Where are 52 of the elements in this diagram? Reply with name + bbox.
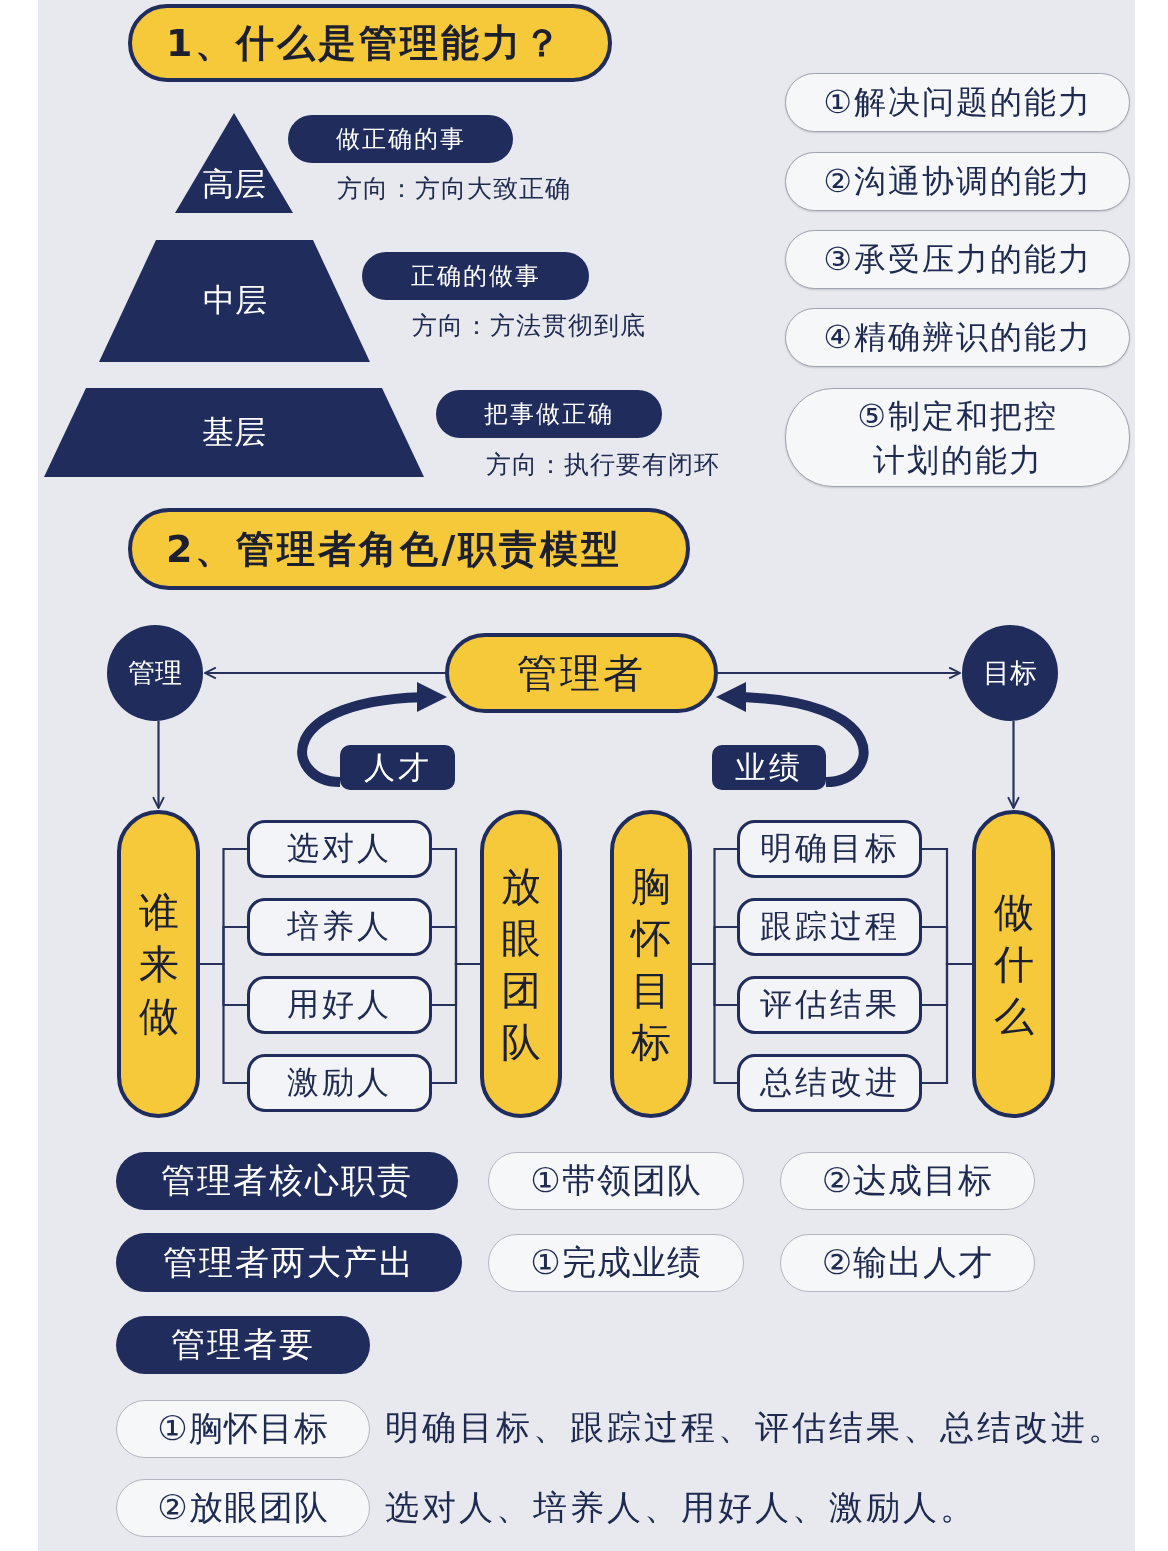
direction-note: 方向：方向大致正确 bbox=[337, 173, 571, 205]
role-pill: 管理者 bbox=[445, 633, 718, 713]
arrow bbox=[1007, 721, 1020, 809]
ability-pill: ①解决问题的能力 bbox=[785, 73, 1130, 132]
action-pill: 用好人 bbox=[247, 976, 432, 1034]
connector-line bbox=[200, 962, 247, 1085]
action-pill: 评估结果 bbox=[737, 976, 922, 1034]
direction-note: 方向：方法贯彻到底 bbox=[412, 310, 646, 342]
item-pill: ②达成目标 bbox=[780, 1152, 1035, 1210]
item-pill: ①完成业绩 bbox=[488, 1234, 744, 1292]
ability-pill: ③承受压力的能力 bbox=[785, 230, 1130, 289]
action-pill: 总结改进 bbox=[737, 1054, 922, 1112]
arrow bbox=[152, 721, 165, 809]
ability-pill: ④精确辨识的能力 bbox=[785, 308, 1130, 367]
connector-line bbox=[692, 962, 737, 1085]
focus-pillar: 谁来做 bbox=[117, 810, 200, 1118]
direction-note: 方向：执行要有闭环 bbox=[486, 449, 720, 481]
item-pill: ②输出人才 bbox=[780, 1234, 1035, 1292]
action-pill: 跟踪过程 bbox=[737, 898, 922, 956]
section-heading: 2、管理者角色/职责模型 bbox=[128, 508, 690, 590]
action-pill: 明确目标 bbox=[737, 820, 922, 878]
action-pill: 激励人 bbox=[247, 1054, 432, 1112]
pyramid-tier: 中层 bbox=[99, 240, 370, 362]
focus-pillar: 胸怀目标 bbox=[610, 810, 692, 1118]
section-heading: 1、什么是管理能力？ bbox=[128, 4, 612, 82]
connector-line bbox=[922, 962, 972, 1085]
topic-tag: 管理者要 bbox=[116, 1316, 370, 1374]
arrow bbox=[718, 666, 961, 680]
ability-pill: ⑤制定和把控计划的能力 bbox=[785, 388, 1130, 487]
ability-pill: ②沟通协调的能力 bbox=[785, 152, 1130, 211]
principle-tag: 做正确的事 bbox=[288, 115, 513, 163]
focus-pillar: 放眼团队 bbox=[480, 810, 562, 1118]
principle-tag: 正确的做事 bbox=[362, 252, 589, 300]
action-pill: 培养人 bbox=[247, 898, 432, 956]
connector-line bbox=[432, 962, 480, 1085]
summary-text: 明确目标、跟踪过程、评估结果、总结改进。 bbox=[385, 1406, 1125, 1448]
action-pill: 选对人 bbox=[247, 820, 432, 878]
item-pill: ①带领团队 bbox=[488, 1152, 744, 1210]
category-tag: 人才 bbox=[340, 745, 455, 790]
principle-tag: 把事做正确 bbox=[436, 390, 662, 438]
pyramid-tier: 高层 bbox=[175, 113, 293, 213]
item-pill: ①胸怀目标 bbox=[116, 1400, 370, 1458]
curved-arrow bbox=[716, 682, 869, 787]
category-tag: 业绩 bbox=[712, 745, 826, 790]
summary-text: 选对人、培养人、用好人、激励人。 bbox=[385, 1486, 977, 1528]
curved-arrow bbox=[297, 682, 447, 787]
focus-pillar: 做什么 bbox=[972, 810, 1055, 1118]
topic-tag: 管理者核心职责 bbox=[116, 1152, 458, 1210]
topic-tag: 管理者两大产出 bbox=[116, 1233, 462, 1292]
pyramid-tier: 基层 bbox=[44, 388, 424, 477]
arrow bbox=[204, 666, 445, 680]
item-pill: ②放眼团队 bbox=[116, 1479, 370, 1537]
